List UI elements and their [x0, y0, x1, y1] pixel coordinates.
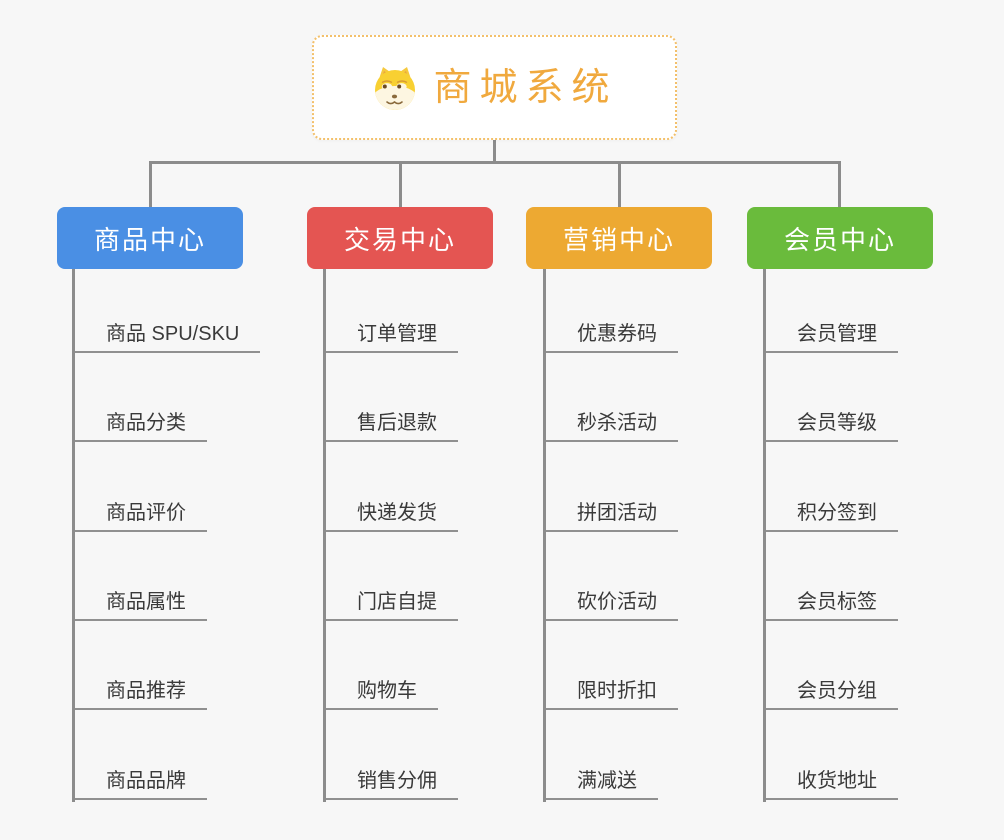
branch-trade[interactable]: 交易中心	[307, 207, 493, 269]
child-node[interactable]: 商品品牌	[75, 749, 207, 800]
root-title: 商城系统	[433, 66, 618, 109]
branch-products-children: 商品 SPU/SKU 商品分类 商品评价 商品属性 商品推荐 商品品牌	[72, 269, 261, 802]
branch-members[interactable]: 会员中心	[747, 207, 933, 269]
child-node[interactable]: 销售分佣	[326, 749, 458, 800]
child-node[interactable]: 秒杀活动	[546, 391, 678, 442]
child-node[interactable]: 砍价活动	[546, 570, 678, 621]
doge-icon	[375, 66, 416, 110]
connector-drop-members	[838, 161, 841, 208]
root-node[interactable]: 商城系统	[312, 35, 677, 140]
child-node[interactable]: 快递发货	[326, 481, 458, 532]
child-node[interactable]: 会员等级	[766, 391, 898, 442]
child-node[interactable]: 商品 SPU/SKU	[75, 302, 261, 353]
child-node[interactable]: 商品属性	[75, 570, 207, 621]
child-node[interactable]: 会员标签	[766, 570, 898, 621]
child-node[interactable]: 商品推荐	[75, 659, 207, 710]
child-node[interactable]: 商品分类	[75, 391, 207, 442]
child-node[interactable]: 会员管理	[766, 302, 898, 353]
child-node[interactable]: 限时折扣	[546, 659, 678, 710]
child-node[interactable]: 拼团活动	[546, 481, 678, 532]
child-node[interactable]: 会员分组	[766, 659, 898, 710]
child-node[interactable]: 商品评价	[75, 481, 207, 532]
connector-drop-marketing	[618, 161, 621, 208]
branch-products[interactable]: 商品中心	[57, 207, 243, 269]
connector-drop-products	[149, 161, 152, 208]
connector-root-trunk	[493, 139, 496, 164]
branch-members-label: 会员中心	[783, 224, 896, 255]
branch-marketing[interactable]: 营销中心	[526, 207, 712, 269]
connector-drop-trade	[399, 161, 402, 208]
child-node[interactable]: 订单管理	[326, 302, 458, 353]
child-node[interactable]: 购物车	[326, 659, 438, 710]
branch-members-children: 会员管理 会员等级 积分签到 会员标签 会员分组 收货地址	[763, 269, 898, 802]
child-node[interactable]: 收货地址	[766, 749, 898, 800]
branch-marketing-children: 优惠券码 秒杀活动 拼团活动 砍价活动 限时折扣 满减送	[543, 269, 678, 802]
child-node[interactable]: 优惠券码	[546, 302, 678, 353]
child-node[interactable]: 门店自提	[326, 570, 458, 621]
child-node[interactable]: 积分签到	[766, 481, 898, 532]
child-node[interactable]: 售后退款	[326, 391, 458, 442]
branch-products-label: 商品中心	[93, 224, 206, 255]
connector-bus	[149, 161, 841, 164]
branch-trade-children: 订单管理 售后退款 快递发货 门店自提 购物车 销售分佣	[323, 269, 458, 802]
branch-marketing-label: 营销中心	[562, 224, 675, 255]
child-node[interactable]: 满减送	[546, 749, 658, 800]
branch-trade-label: 交易中心	[343, 224, 456, 255]
